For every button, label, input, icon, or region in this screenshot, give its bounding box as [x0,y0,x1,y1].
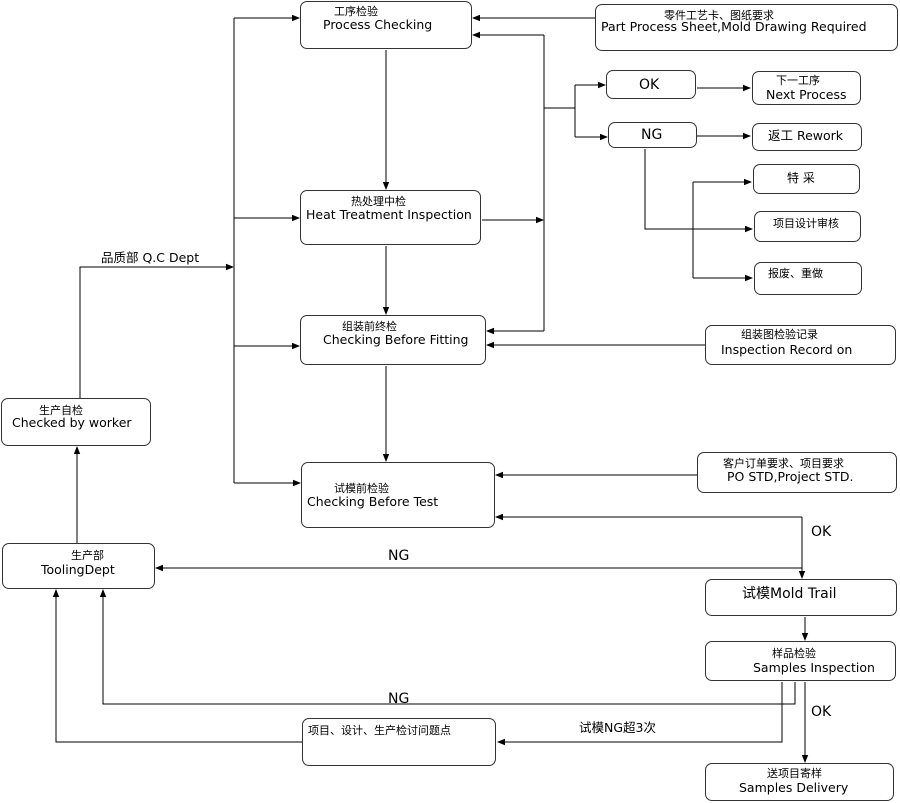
special-box: 特 采 [753,164,860,194]
samples-inspection-en: Samples Inspection [753,660,875,675]
part-sheet-cn: 零件工艺卡、图纸要求 [664,9,774,22]
part-sheet-box: 零件工艺卡、图纸要求 Part Process Sheet,Mold Drawi… [595,4,898,51]
process-checking-cn: 工序检验 [334,5,378,18]
scrap-label: 报废、重做 [768,267,823,280]
samples-delivery-box: 送项目寄样 Samples Delivery [705,763,894,801]
heat-treatment-en: Heat Treatment Inspection [306,207,472,222]
scrap-box: 报废、重做 [754,262,862,295]
checking-test-en: Checking Before Test [307,494,439,509]
qc-dept-label: 品质部 Q.C Dept [101,250,200,265]
checking-test-cn: 试模前检验 [334,482,389,495]
ok-right-label: OK [811,524,832,540]
inspection-record-box: 组装图检验记录 Inspection Record on [705,325,896,365]
ok-box: OK [606,70,696,99]
special-label: 特 采 [787,171,815,185]
issues-label: 项目、设计、生产检讨问题点 [308,724,451,737]
po-std-en: PO STD,Project STD. [727,469,854,484]
tooling-dept-en: ToolingDept [41,562,115,577]
ng-bottom-label: NG [388,691,410,707]
heat-treatment-cn: 热处理中检 [351,195,406,208]
next-process-en: Next Process [766,87,847,102]
next-process-box: 下一工序 Next Process [752,71,861,105]
part-sheet-en: Part Process Sheet,Mold Drawing Required [601,19,867,34]
project-review-box: 项目设计审核 [754,211,861,242]
checked-worker-box: 生产自检 Checked by worker [1,398,151,446]
process-checking-box: 工序检验 Process Checking [300,1,472,49]
checked-worker-en: Checked by worker [12,415,132,430]
mold-trail-label: 试模Mold Trail [742,586,837,602]
arrow-trial-ng-to-issues [497,682,783,746]
po-std-box: 客户订单要求、项目要求 PO STD,Project STD. [697,452,897,493]
ok-label: OK [639,77,660,93]
checking-fitting-cn: 组装前终检 [342,320,397,333]
rework-label: 返工 Rework [768,128,844,143]
ng-down-line [644,149,693,230]
ng-label: NG [641,127,663,143]
process-checking-en: Process Checking [323,17,433,32]
samples-delivery-cn: 送项目寄样 [767,767,822,780]
arrow-worker-to-bus [79,263,234,398]
inspection-record-cn: 组装图检验记录 [741,328,818,341]
rework-box: 返工 Rework [752,123,862,151]
samples-delivery-en: Samples Delivery [739,780,849,795]
checking-test-box: 试模前检验 Checking Before Test [301,462,495,528]
samples-inspection-box: 样品检验 Samples Inspection [705,641,896,681]
po-std-cn: 客户订单要求、项目要求 [723,457,844,470]
mold-trail-box: 试模Mold Trail [705,579,897,616]
issues-box: 项目、设计、生产检讨问题点 [302,718,496,766]
checked-worker-cn: 生产自检 [39,404,83,417]
tooling-dept-cn: 生产部 [71,549,104,562]
ok-bottom-label: OK [811,704,832,720]
arrow-issues-to-tooling [52,589,302,743]
next-process-cn: 下一工序 [776,74,820,87]
inspection-record-en: Inspection Record on [721,342,853,357]
project-review-label: 项目设计审核 [773,217,839,230]
ng-box: NG [608,122,697,148]
checking-fitting-en: Checking Before Fitting [323,332,469,347]
heat-treatment-box: 热处理中检 Heat Treatment Inspection [300,190,481,245]
ng-top-label: NG [388,548,410,564]
samples-inspection-cn: 样品检验 [772,647,816,660]
checking-fitting-box: 组装前终检 Checking Before Fitting [300,315,486,365]
arrow-samples-ng-to-tooling [99,589,796,705]
tooling-dept-box: 生产部 ToolingDept [2,543,155,589]
trial-ng-label: 试模NG超3次 [579,720,656,735]
